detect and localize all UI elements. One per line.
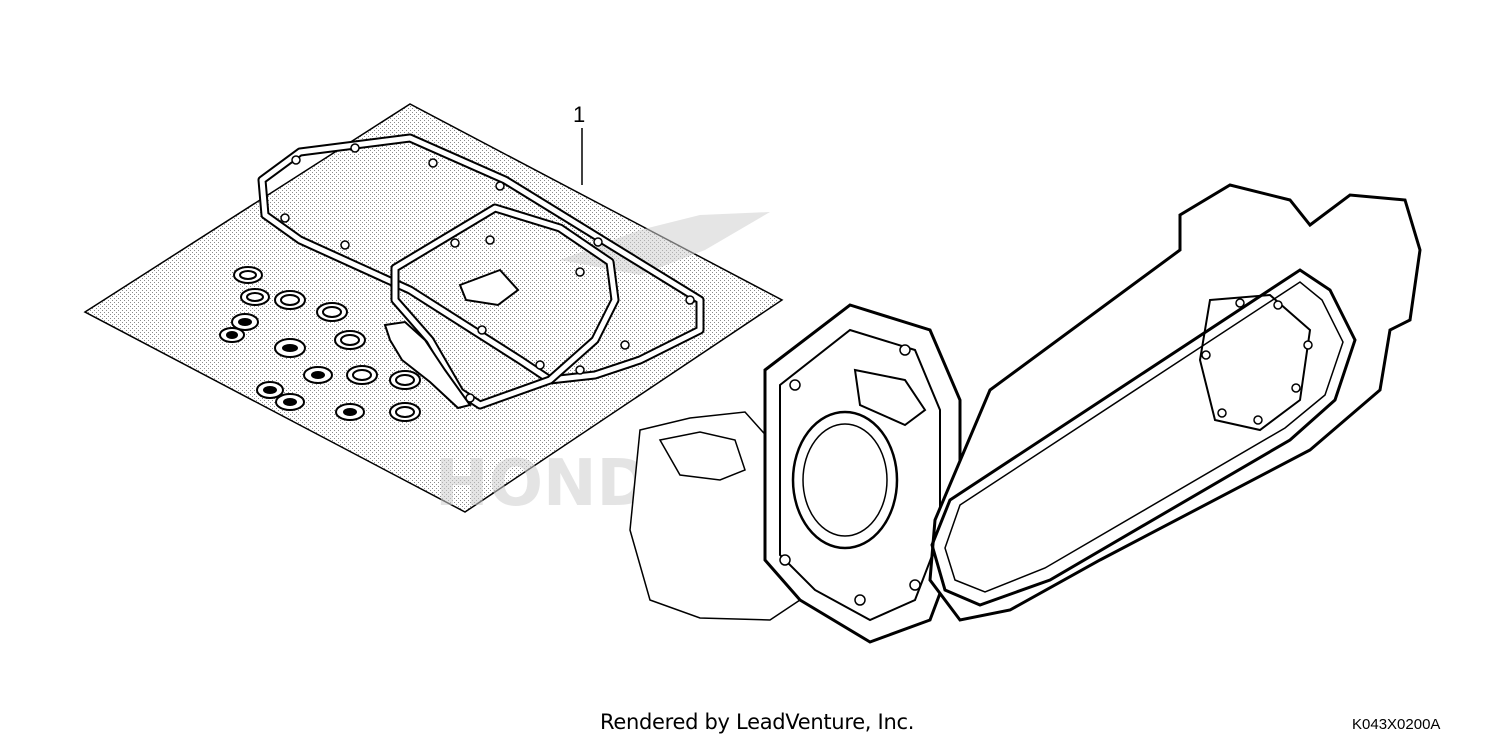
diagram-code: K043X0200A <box>1352 716 1441 733</box>
transmission-case <box>928 183 1422 622</box>
callout-label-1: 1 <box>573 102 586 127</box>
oil-pan-gasket <box>390 203 620 410</box>
side-gasket <box>383 320 472 410</box>
engine-crankcase-ghost <box>629 411 801 621</box>
render-credit: Rendered by LeadVenture, Inc. <box>600 710 915 734</box>
cover-gasket-large <box>257 133 705 385</box>
cylinder-block <box>763 303 962 644</box>
o-ring-seal-set <box>219 266 421 422</box>
